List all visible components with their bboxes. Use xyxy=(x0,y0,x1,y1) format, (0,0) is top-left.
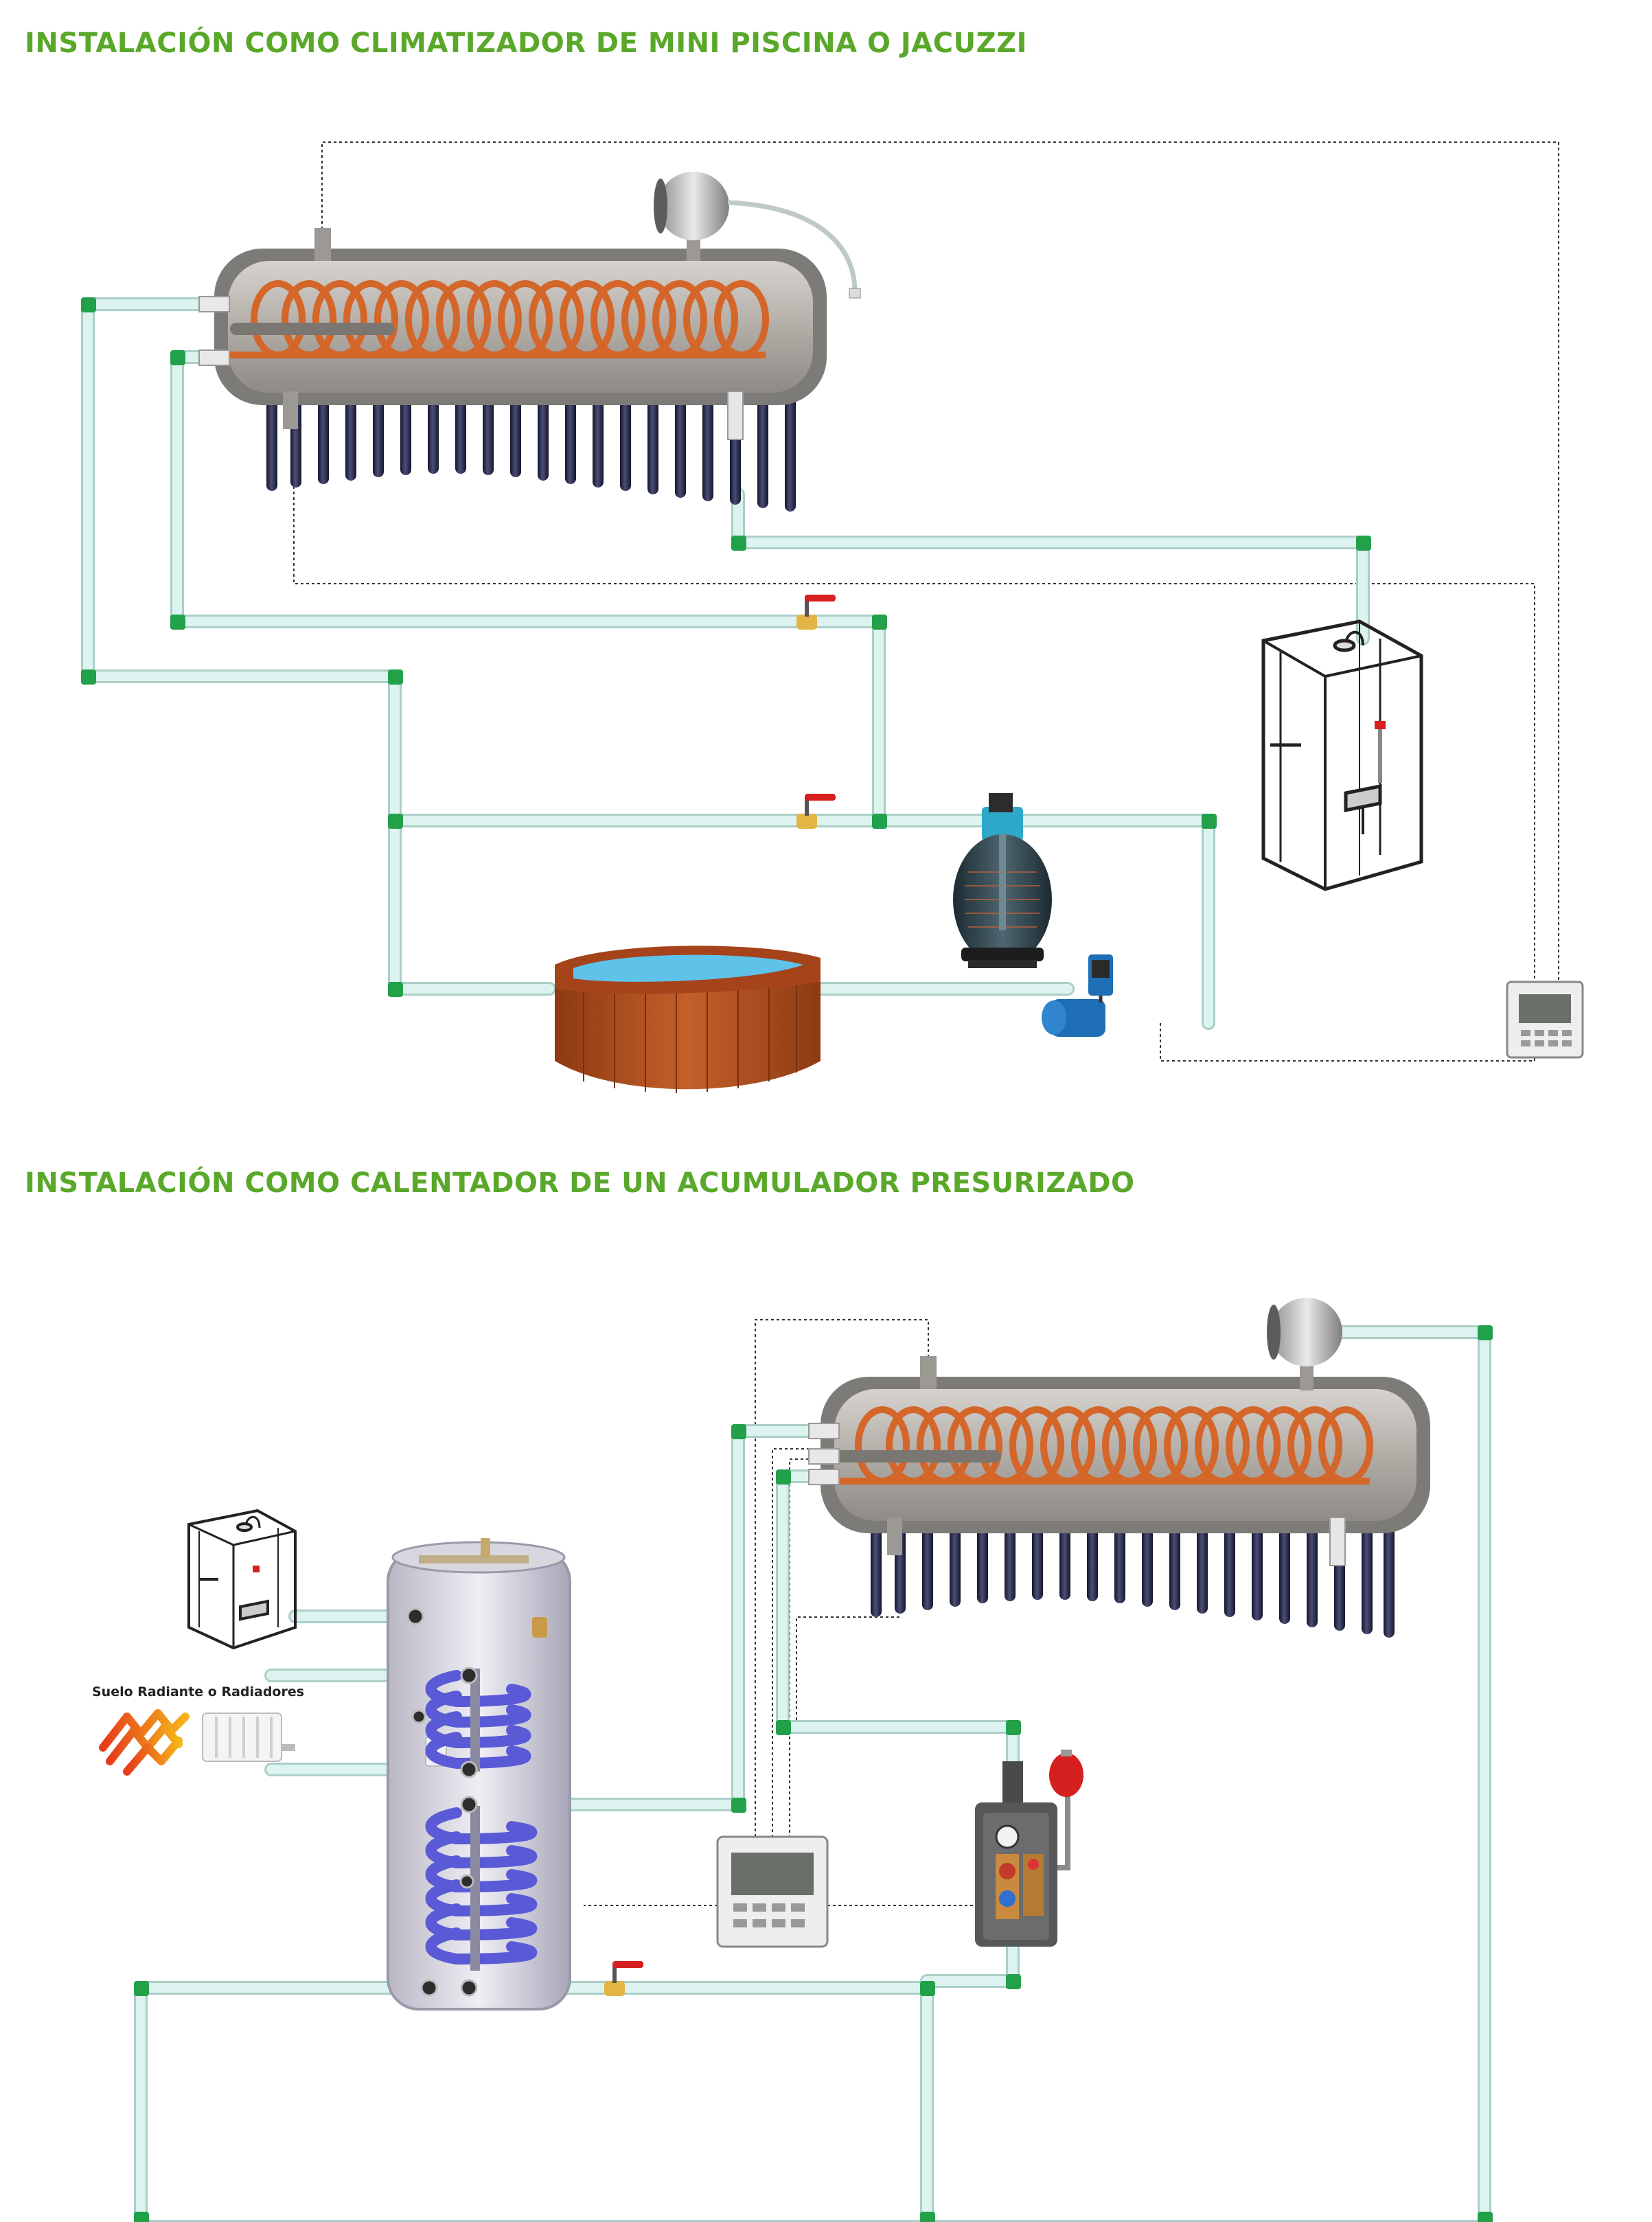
sand-filter-icon xyxy=(953,793,1052,968)
controller-display-icon xyxy=(716,1835,829,1948)
shower-cabin-icon xyxy=(1261,619,1423,891)
red-expansion-vessel-icon xyxy=(1049,1750,1083,1870)
section-title-jacuzzi: INSTALACIÓN COMO CLIMATIZADOR DE MINI PI… xyxy=(25,27,1027,59)
solar-water-heater-icon xyxy=(808,1298,1430,1638)
water-pipes-1 xyxy=(81,297,1370,1030)
pressurized-storage-tank-icon xyxy=(387,1538,571,2011)
expansion-tank-icon xyxy=(654,172,861,299)
pipe-joints-1 xyxy=(81,297,1371,997)
expansion-tank-icon xyxy=(1267,1298,1342,1390)
radiator-icon xyxy=(202,1713,295,1762)
floor-heating-icon xyxy=(99,1709,190,1776)
jacuzzi-tub-icon xyxy=(555,946,821,1093)
floor-heating-label: Suelo Radiante o Radiadores xyxy=(92,1684,304,1699)
circulation-pump-icon xyxy=(1042,954,1113,1037)
control-wires-1 xyxy=(293,141,1559,1062)
ball-valve-icon xyxy=(796,595,836,630)
controller-display-icon xyxy=(1506,981,1584,1059)
shower-cabin-icon xyxy=(187,1509,297,1650)
section-title-pressurized-tank: INSTALACIÓN COMO CALENTADOR DE UN ACUMUL… xyxy=(25,1167,1135,1199)
pipe-joints-2 xyxy=(134,1325,1493,2222)
ball-valve-icon xyxy=(604,1961,643,1996)
pump-station-icon xyxy=(975,1761,1057,1947)
ball-valve-icon xyxy=(796,794,836,829)
solar-water-heater-icon xyxy=(198,172,861,512)
